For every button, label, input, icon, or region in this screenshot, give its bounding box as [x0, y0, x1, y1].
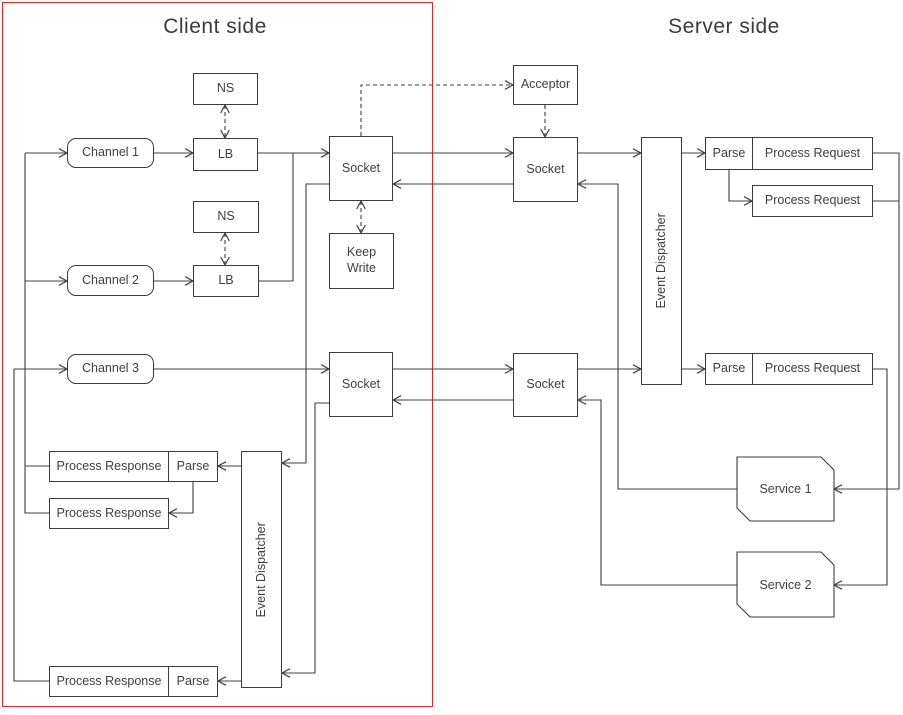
node-keep-write: Keep Write	[329, 233, 394, 289]
node-event-dispatcher-client: Event Dispatcher	[241, 451, 282, 688]
node-process-request-2: Process Request	[752, 185, 873, 217]
connector-response-loop-a	[24, 153, 49, 514]
arrow-parse-response2	[167, 482, 194, 518]
arrow-csocket1-dispatcher	[280, 183, 329, 468]
service2-shape	[736, 551, 835, 618]
node-channel-2: Channel 2	[67, 265, 154, 296]
node-channel-3: Channel 3	[67, 354, 154, 384]
node-socket-client-1: Socket	[329, 136, 393, 201]
node-ns-2: NS	[193, 201, 259, 233]
arrow-csocket2-dispatcher	[280, 402, 329, 678]
node-socket-client-2: Socket	[329, 352, 393, 417]
node-process-response-1: Process Response	[49, 451, 169, 482]
dashed-connectors	[220, 80, 550, 267]
node-parse-server-1: Parse	[705, 137, 753, 170]
node-event-dispatcher-server: Event Dispatcher	[641, 137, 682, 385]
arrow-request-service2	[832, 368, 888, 590]
client-side-frame	[2, 2, 433, 707]
node-parse-client-2: Parse	[168, 666, 218, 697]
node-parse-client-1: Parse	[168, 451, 218, 482]
connector-lb2-merge	[258, 153, 294, 282]
node-process-request-1: Process Request	[752, 137, 873, 170]
plain-connectors	[13, 153, 899, 682]
node-lb-2: LB	[193, 265, 259, 297]
server-side-title: Server side	[668, 15, 780, 38]
service1-shape	[736, 456, 835, 522]
node-service-2: Service 2	[759, 577, 812, 592]
node-service-1: Service 1	[759, 482, 812, 496]
node-process-response-3: Process Response	[49, 666, 169, 697]
node-acceptor: Acceptor	[513, 65, 578, 105]
node-ns-1: NS	[193, 73, 258, 105]
client-side-title: Client side	[163, 15, 267, 38]
dashed-socket-acceptor	[360, 80, 515, 136]
service-shapes	[736, 456, 835, 618]
arrow-connectors	[14, 148, 900, 686]
node-parse-server-2: Parse	[705, 353, 753, 385]
arrow-request-service1	[832, 152, 900, 494]
node-process-request-3: Process Request	[752, 353, 873, 385]
arrow-service1-socket	[576, 179, 737, 490]
node-socket-server-1: Socket	[513, 137, 578, 202]
node-lb-1: LB	[193, 138, 258, 171]
arrow-service2-socket	[576, 395, 737, 586]
node-process-response-2: Process Response	[49, 498, 169, 529]
node-socket-server-2: Socket	[513, 353, 578, 417]
node-channel-1: Channel 1	[67, 138, 154, 168]
connector-response-loop-b	[13, 369, 49, 682]
arrow-sparse-request2	[728, 170, 754, 206]
